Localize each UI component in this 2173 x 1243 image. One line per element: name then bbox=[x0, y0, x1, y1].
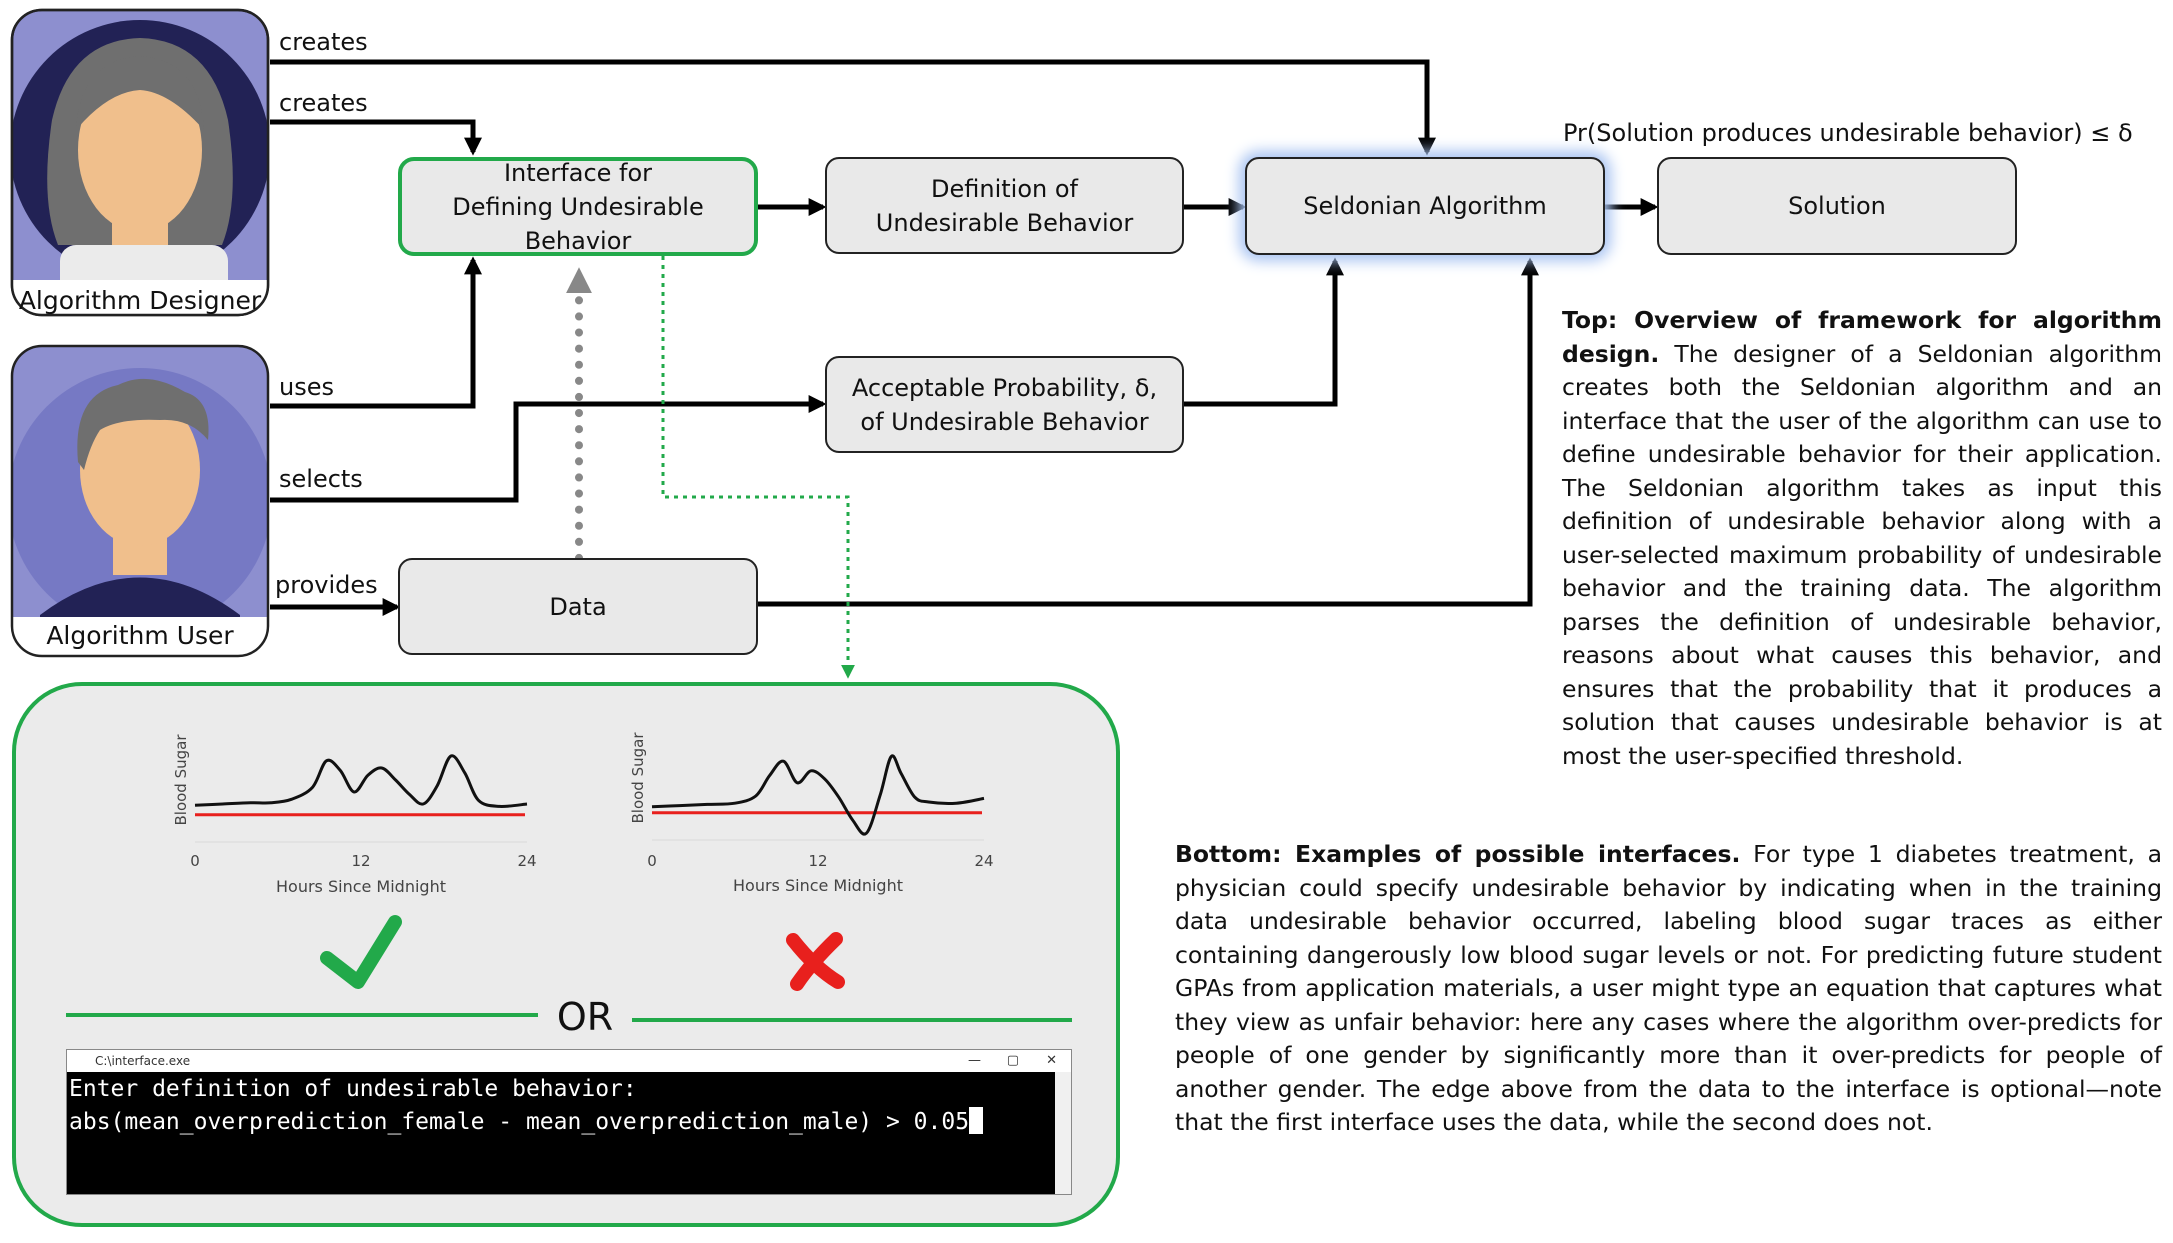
probability-box: Acceptable Probability, δ, of Undesirabl… bbox=[825, 356, 1184, 453]
console-title: C:\interface.exe bbox=[95, 1054, 191, 1068]
solution-box-label: Solution bbox=[1788, 192, 1886, 220]
data-box-label: Data bbox=[549, 592, 607, 621]
designer-avatar bbox=[10, 8, 270, 317]
interface-box: Interface for Defining Undesirable Behav… bbox=[398, 157, 758, 256]
definition-box: Definition of Undesirable Behavior bbox=[825, 157, 1184, 254]
console-scrollbar[interactable] bbox=[1055, 1072, 1071, 1194]
minimize-icon[interactable]: — bbox=[968, 1053, 981, 1068]
seldonian-box: Seldonian Algorithm bbox=[1245, 157, 1605, 255]
edge-interface-to-examples bbox=[661, 256, 855, 679]
edge-label-selects: selects bbox=[279, 465, 363, 493]
edge-label-provides: provides bbox=[275, 571, 378, 599]
or-label: OR bbox=[556, 995, 614, 1039]
edge-user-uses-interface bbox=[270, 256, 482, 409]
console-titlebar: C:\interface.exe — ▢ ✕ bbox=[67, 1050, 1071, 1072]
seldonian-box-label: Seldonian Algorithm bbox=[1303, 192, 1547, 220]
edge-user-selects-probability bbox=[270, 395, 827, 503]
definition-box-label: Definition of Undesirable Behavior bbox=[875, 174, 1134, 237]
bottom-caption: Bottom: Examples of possible interfaces.… bbox=[1175, 838, 2162, 1140]
edge-data-to-seldonian bbox=[758, 257, 1539, 607]
console-input[interactable]: abs(mean_overprediction_female - mean_ov… bbox=[69, 1109, 970, 1135]
designer-label: Algorithm Designer bbox=[18, 286, 262, 315]
edge-label-uses: uses bbox=[279, 373, 334, 401]
top-caption-body: The designer of a Seldonian algorithm cr… bbox=[1562, 339, 2162, 770]
bottom-caption-heading: Bottom: Examples of possible interfaces. bbox=[1175, 840, 1741, 868]
data-box: Data bbox=[398, 558, 758, 655]
close-icon[interactable]: ✕ bbox=[1046, 1053, 1057, 1068]
edge-probability-to-seldonian bbox=[1184, 257, 1344, 407]
user-avatar bbox=[10, 344, 270, 658]
edge-designer-to-interface bbox=[270, 119, 482, 156]
top-caption: Top: Overview of framework for algorithm… bbox=[1562, 304, 2162, 773]
solution-box: Solution bbox=[1657, 157, 2017, 255]
user-label: Algorithm User bbox=[46, 621, 234, 650]
console-line-2[interactable]: abs(mean_overprediction_female - mean_ov… bbox=[67, 1105, 1071, 1138]
top-caption-heading: Top: Overview of framework for algorithm… bbox=[1562, 306, 2162, 368]
console-line-1: Enter definition of undesirable behavior… bbox=[69, 1076, 637, 1102]
console-window[interactable]: C:\interface.exe — ▢ ✕ Enter definition … bbox=[66, 1049, 1072, 1195]
edge-label-creates-1: creates bbox=[279, 28, 368, 56]
edge-designer-to-seldonian bbox=[270, 59, 1436, 156]
interface-box-label: Interface for Defining Undesirable Behav… bbox=[452, 158, 704, 255]
text-cursor bbox=[969, 1107, 984, 1134]
bottom-caption-body: For type 1 diabetes treatment, a physici… bbox=[1175, 840, 2162, 1136]
edge-label-creates-2: creates bbox=[279, 89, 368, 117]
maximize-icon[interactable]: ▢ bbox=[1006, 1053, 1019, 1068]
probability-constraint: Pr(Solution produces undesirable behavio… bbox=[1563, 119, 2133, 147]
probability-box-label: Acceptable Probability, δ, of Undesirabl… bbox=[851, 373, 1158, 436]
